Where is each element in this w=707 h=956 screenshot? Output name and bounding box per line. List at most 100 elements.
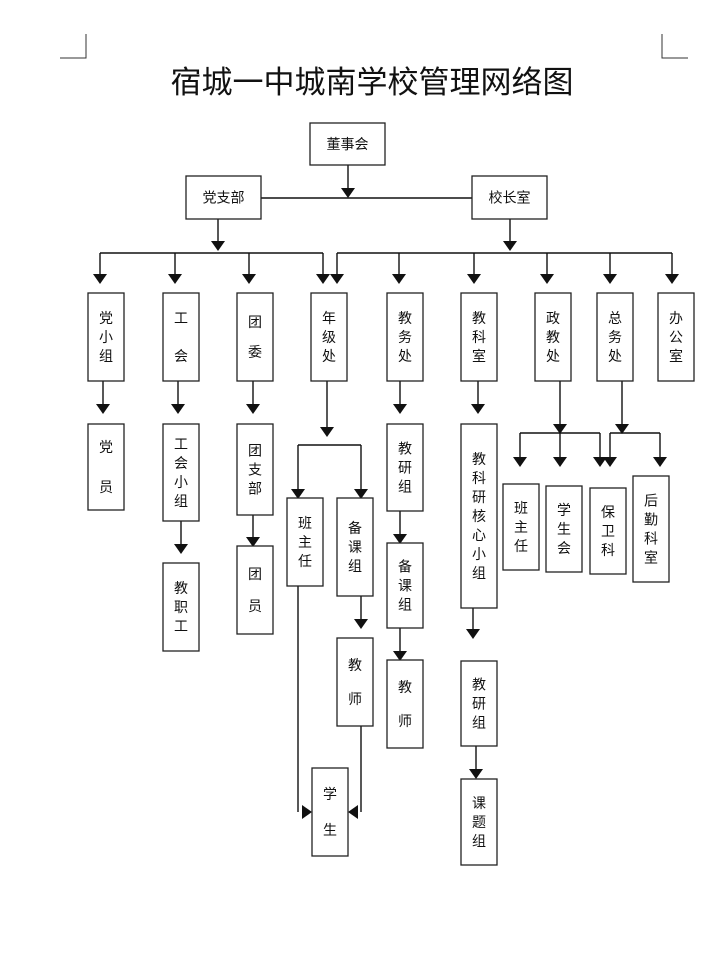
node-houqinkeshi: 后勤科室 <box>632 475 670 583</box>
node-gonghui: 工会 <box>162 292 200 382</box>
page-title: 宿城一中城南学校管理网络图 <box>171 65 574 101</box>
node-box <box>545 485 583 573</box>
node-xuesheng: 学生 <box>311 767 349 857</box>
node-baoweike: 保卫科 <box>589 487 627 575</box>
node-xueshenghui: 学生会 <box>545 485 583 573</box>
node-gonghuixiaozu: 工会小组 <box>162 423 200 522</box>
node-label: 政教处 <box>546 311 560 365</box>
org-node-boxes: 董事会党支部校长室党小组党员工会工会小组教职工团委团支部团员年级处班主任备课组教… <box>87 122 695 866</box>
node-label: 教师 <box>398 680 412 730</box>
node-box <box>471 175 548 220</box>
node-label: 团支部 <box>248 444 262 498</box>
node-tuanyuan: 团员 <box>236 545 274 635</box>
node-label: 党小组 <box>99 311 113 365</box>
node-label: 备课组 <box>398 559 412 614</box>
node-jiaoshi1: 教师 <box>336 637 374 727</box>
node-label: 年级处 <box>322 311 336 365</box>
node-box <box>311 767 349 857</box>
node-label: 后勤科室 <box>644 494 658 567</box>
node-label: 办公室 <box>669 311 683 365</box>
node-label: 教研组 <box>398 442 412 496</box>
node-box <box>87 423 125 511</box>
node-label: 备课组 <box>348 520 362 575</box>
node-label: 工会小组 <box>174 437 188 510</box>
node-label: 董事会 <box>327 137 369 153</box>
connector-lines <box>99 165 673 812</box>
node-box <box>336 497 374 597</box>
node-zhengjiaochu: 政教处 <box>534 292 572 382</box>
node-banzhuren1: 班主任 <box>286 497 324 587</box>
node-jiaoyanzu2: 教研组 <box>460 660 498 747</box>
node-label: 教师 <box>348 658 362 708</box>
node-jiaozhigong: 教职工 <box>162 562 200 652</box>
node-beikezu1: 备课组 <box>336 497 374 597</box>
node-label: 党员 <box>99 440 113 496</box>
node-box <box>460 292 498 382</box>
node-box <box>162 562 200 652</box>
node-label: 课题组 <box>472 796 486 850</box>
node-box <box>309 122 386 166</box>
node-label: 学生会 <box>557 503 571 557</box>
node-jiaoyanzu1: 教研组 <box>386 423 424 512</box>
node-box <box>460 423 498 609</box>
node-label: 团员 <box>248 567 262 615</box>
node-label: 教科研核心小组 <box>472 452 486 582</box>
crop-mark-right <box>661 34 688 59</box>
node-dangzhibu: 党支部 <box>185 175 262 220</box>
node-box <box>657 292 695 382</box>
node-nianjichu: 年级处 <box>310 292 348 382</box>
node-box <box>162 423 200 522</box>
node-box <box>286 497 324 587</box>
node-box <box>502 483 540 571</box>
node-ketizu: 课题组 <box>460 778 498 866</box>
node-xiaozhangshi: 校长室 <box>471 175 548 220</box>
node-box <box>596 292 634 382</box>
node-box <box>87 292 125 382</box>
node-jiaowuchu: 教务处 <box>386 292 424 382</box>
node-box <box>460 778 498 866</box>
node-box <box>185 175 262 220</box>
node-label: 教职工 <box>174 581 188 635</box>
node-box <box>162 292 200 382</box>
node-box <box>386 292 424 382</box>
node-box <box>310 292 348 382</box>
node-label: 班主任 <box>514 501 528 555</box>
node-box <box>589 487 627 575</box>
node-box <box>534 292 572 382</box>
node-jiaokeshi: 教科室 <box>460 292 498 382</box>
node-zongwuchu: 总务处 <box>596 292 634 382</box>
node-tuanwei: 团委 <box>236 292 274 382</box>
node-box <box>386 423 424 512</box>
node-label: 保卫科 <box>601 505 615 559</box>
node-label: 总务处 <box>608 311 622 365</box>
node-tuanzhibu: 团支部 <box>236 423 274 516</box>
node-box <box>236 545 274 635</box>
node-box <box>236 292 274 382</box>
node-hexinxiaozu: 教科研核心小组 <box>460 423 498 609</box>
node-label: 教研组 <box>472 678 486 732</box>
node-box <box>386 542 424 629</box>
node-dongshihui: 董事会 <box>309 122 386 166</box>
node-label: 教科室 <box>472 311 486 365</box>
node-beikezu2: 备课组 <box>386 542 424 629</box>
node-label: 工会 <box>174 311 188 365</box>
node-box <box>336 637 374 727</box>
node-box <box>386 659 424 749</box>
node-box <box>460 660 498 747</box>
node-jiaoshi2: 教师 <box>386 659 424 749</box>
node-box <box>632 475 670 583</box>
crop-mark-left <box>60 34 87 59</box>
node-box <box>236 423 274 516</box>
node-dangyuan: 党员 <box>87 423 125 511</box>
node-label: 教务处 <box>398 311 412 365</box>
node-dangxiaozu: 党小组 <box>87 292 125 382</box>
node-label: 团委 <box>248 315 262 361</box>
node-label: 党支部 <box>203 191 245 207</box>
node-label: 学生 <box>323 787 337 839</box>
arrowheads <box>93 188 679 819</box>
node-banzhuren2: 班主任 <box>502 483 540 571</box>
node-label: 班主任 <box>298 516 312 570</box>
node-label: 校长室 <box>489 190 531 207</box>
node-bangongshi: 办公室 <box>657 292 695 382</box>
